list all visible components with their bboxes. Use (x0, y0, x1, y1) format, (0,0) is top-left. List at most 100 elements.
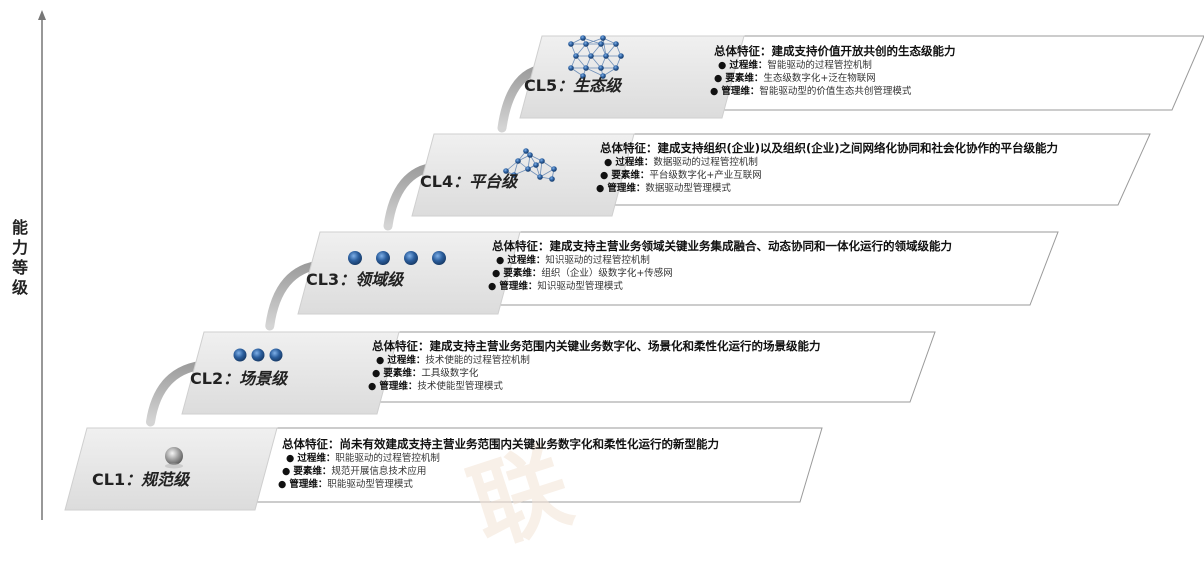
dot-icon (251, 348, 265, 362)
bullet-icon: ● (286, 453, 298, 464)
lattice-node-icon (580, 73, 586, 79)
dimension-key: 要素维： (611, 170, 650, 181)
description-title: 总体特征：建成支持价值开放共创的生态级能力 (714, 44, 956, 58)
dimension-value: 生态级数字化+泛在物联网 (763, 73, 876, 84)
dimension-row: ● 要素维：组织（企业）级数字化+传感网 (488, 267, 952, 280)
level-name: 规范级 (141, 470, 190, 489)
dimension-row: ● 过程维：技术使能的过程管控机制 (372, 354, 821, 367)
lattice-edge (585, 37, 604, 45)
dimension-row: ● 管理维：职能驱动型管理模式 (274, 478, 719, 491)
lattice-node-icon (583, 65, 589, 71)
dimension-row: ● 要素维：规范开展信息技术应用 (278, 465, 719, 478)
dimension-value: 数据驱动的过程管控机制 (653, 157, 758, 168)
step-cl4 (411, 133, 635, 217)
dimension-row: ● 过程维：智能驱动的过程管控机制 (714, 59, 956, 72)
network-node-icon (537, 174, 543, 180)
description-title: 总体特征：建成支持组织(企业)以及组织(企业)之间网络化协同和社会化协作的平台级… (600, 141, 1059, 155)
level-label-cl5: CL5：生态级 (524, 76, 622, 95)
dimension-value: 组织（企业）级数字化+传感网 (541, 268, 673, 279)
lattice-edge (585, 67, 604, 77)
level-name: 生态级 (573, 76, 622, 95)
dot-icon (404, 251, 418, 265)
dimension-key: 要素维： (503, 268, 542, 279)
bullet-icon: ● (368, 381, 380, 392)
network-node-icon (539, 158, 545, 164)
dimension-value: 数据驱动型管理模式 (645, 183, 731, 194)
dot-icon (233, 348, 247, 362)
lattice-node-icon (603, 53, 609, 59)
dimension-key: 管理维： (721, 86, 760, 97)
level-code: CL3 (306, 270, 340, 289)
bullet-icon: ● (604, 157, 616, 168)
description-cl4: 总体特征：建成支持组织(企业)以及组织(企业)之间网络化协同和社会化协作的平台级… (596, 140, 1059, 195)
dimension-row: ● 要素维：生态级数字化+泛在物联网 (710, 72, 956, 85)
dimension-row: ● 管理维：技术使能型管理模式 (364, 380, 821, 393)
bullet-icon: ● (278, 479, 290, 490)
lattice-node-icon (588, 53, 594, 59)
lattice-node-icon (568, 41, 574, 47)
dot-icon (348, 251, 362, 265)
dimension-key: 管理维： (607, 183, 646, 194)
dot-icon (432, 251, 446, 265)
description-title: 总体特征：尚未有效建成支持主营业务范围内关键业务数字化和柔性化运行的新型能力 (282, 437, 719, 451)
dimension-key: 过程维： (507, 255, 546, 266)
level-name: 平台级 (469, 172, 518, 191)
network-node-icon (533, 162, 539, 168)
lattice-node-icon (598, 65, 604, 71)
description-cl1: 总体特征：尚未有效建成支持主营业务范围内关键业务数字化和柔性化运行的新型能力● … (278, 436, 719, 491)
dimension-value: 技术使能的过程管控机制 (425, 355, 530, 366)
level-label-cl2: CL2：场景级 (190, 369, 288, 388)
sphere-icon (165, 447, 183, 465)
level-name: 场景级 (239, 369, 288, 388)
dot-icon (269, 348, 283, 362)
dimension-key: 过程维： (297, 453, 336, 464)
dimension-row: ● 管理维：数据驱动型管理模式 (592, 182, 1058, 195)
bullet-icon: ● (714, 73, 726, 84)
bullet-icon: ● (718, 60, 730, 71)
description-title: 总体特征：建成支持主营业务领域关键业务集成融合、动态协同和一体化运行的领域级能力 (492, 239, 952, 253)
lattice-node-icon (568, 65, 574, 71)
bullet-icon: ● (488, 281, 500, 292)
dimension-value: 知识驱动型管理模式 (537, 281, 623, 292)
bullet-icon: ● (710, 86, 722, 97)
dimension-row: ● 要素维：平台级数字化+产业互联网 (596, 169, 1058, 182)
dimension-key: 要素维： (293, 466, 332, 477)
dimension-key: 过程维： (387, 355, 426, 366)
sphere-shadow-icon (165, 463, 183, 469)
network-node-icon (511, 172, 517, 178)
capability-level-diagram (38, 10, 1204, 520)
dimension-row: ● 过程维：职能驱动的过程管控机制 (282, 452, 719, 465)
dimension-row: ● 管理维：知识驱动型管理模式 (484, 280, 952, 293)
level-label-cl1: CL1：规范级 (92, 470, 190, 489)
dimension-key: 要素维： (725, 73, 764, 84)
level-code: CL2 (190, 369, 224, 388)
lattice-node-icon (598, 41, 604, 47)
dimension-key: 过程维： (615, 157, 654, 168)
description-cl5: 总体特征：建成支持价值开放共创的生态级能力● 过程维：智能驱动的过程管控机制● … (710, 43, 956, 98)
dimension-value: 智能驱动的过程管控机制 (767, 60, 872, 71)
dimension-key: 过程维： (729, 60, 768, 71)
dimension-key: 要素维： (383, 368, 422, 379)
lattice-node-icon (573, 53, 579, 59)
network-node-icon (503, 168, 509, 174)
dimension-key: 管理维： (289, 479, 328, 490)
bullet-icon: ● (596, 183, 608, 194)
dimension-value: 职能驱动的过程管控机制 (335, 453, 440, 464)
bullet-icon: ● (600, 170, 612, 181)
bullet-icon: ● (496, 255, 508, 266)
dimension-value: 知识驱动的过程管控机制 (545, 255, 650, 266)
network-node-icon (515, 158, 521, 164)
network-node-icon (549, 176, 555, 182)
level-code: CL4 (420, 172, 454, 191)
lattice-node-icon (583, 41, 589, 47)
dimension-key: 管理维： (379, 381, 418, 392)
lattice-node-icon (613, 41, 619, 47)
description-cl3: 总体特征：建成支持主营业务领域关键业务集成融合、动态协同和一体化运行的领域级能力… (488, 238, 952, 293)
dimension-value: 职能驱动型管理模式 (327, 479, 413, 490)
axis-arrow (38, 10, 46, 20)
description-cl2: 总体特征：建成支持主营业务范围内关键业务数字化、场景化和柔性化运行的场景级能力●… (368, 338, 821, 393)
dimension-value: 平台级数字化+产业互联网 (649, 170, 762, 181)
network-node-icon (525, 166, 531, 172)
dimension-key: 管理维： (499, 281, 538, 292)
level-code: CL5 (524, 76, 558, 95)
